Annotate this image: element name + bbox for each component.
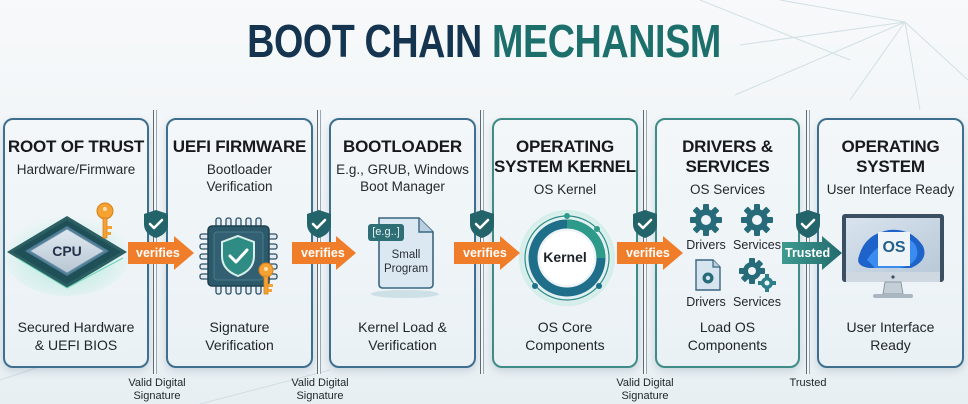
stage-bootloader: BOOTLOADER E.g., GRUB, Windows Boot Mana…	[329, 118, 476, 368]
title-line-1: OPERATING	[515, 137, 614, 156]
title-line-2: SYSTEM KERNEL	[494, 157, 636, 176]
stage-footer: Load OS Components	[657, 318, 798, 354]
footer-line-2: Components	[687, 337, 768, 353]
stage-uefi-firmware: UEFI FIRMWARE Bootloader Verification	[166, 118, 313, 368]
footer-line-1: Signature	[209, 319, 270, 335]
footer-line-1: OS Core	[537, 319, 593, 335]
arrow-right-icon	[128, 236, 194, 270]
subtitle-line-2: Boot Manager	[360, 179, 445, 194]
stage-subtitle: Bootloader Verification	[168, 161, 311, 195]
cpu-label: CPU	[52, 243, 82, 259]
caption-line-1: Valid Digital	[291, 377, 349, 389]
caption-line-1: Valid Digital	[128, 377, 186, 389]
shield-check-icon	[470, 210, 494, 238]
title-part-1: BOOT CHAIN	[247, 15, 482, 67]
caption-line-2: Signature	[621, 390, 669, 402]
file-tag: [e.g..]	[372, 226, 400, 238]
connector-caption: Valid Digital Signature	[600, 377, 690, 403]
stage-title: UEFI FIRMWARE	[172, 137, 307, 156]
caption-line-1: Trusted	[789, 377, 827, 389]
page-title: BOOT CHAIN MECHANISM	[87, 14, 881, 68]
stage-footer: Secured Hardware & UEFI BIOS	[5, 318, 147, 354]
footer-line-1: Load OS	[699, 319, 756, 335]
stage-subtitle: User Interface Ready	[826, 182, 955, 197]
caption-line-1: Valid Digital	[616, 377, 674, 389]
stage-os-kernel: OPERATING SYSTEM KERNEL OS Kernel Kernel…	[492, 118, 638, 368]
title-line-2: SERVICES	[685, 157, 770, 176]
footer-line-1: User Interface	[846, 319, 935, 335]
secure-chip-icon	[199, 217, 278, 295]
footer-line-2: & UEFI BIOS	[34, 337, 118, 353]
arrow-right-icon	[617, 236, 683, 270]
stage-title: OPERATING SYSTEM	[819, 137, 962, 177]
stage-title: DRIVERS & SERVICES	[657, 137, 798, 177]
shield-check-icon	[633, 210, 657, 238]
title-part-2: MECHANISM	[491, 15, 721, 67]
stage-footer: OS Core Components	[494, 318, 636, 354]
arrow-label: verifies	[136, 246, 180, 260]
stage-subtitle: Hardware/Firmware	[16, 162, 136, 177]
connector-caption: Trusted	[763, 377, 853, 390]
kernel-label: Kernel	[543, 249, 587, 265]
key-icon	[96, 202, 114, 239]
key-icon	[258, 262, 274, 295]
shield-check-icon	[144, 210, 168, 238]
title-line-1: OPERATING	[841, 137, 940, 156]
grid-label-drivers-2: Drivers	[686, 295, 726, 309]
caption-line-2: Signature	[133, 390, 181, 402]
gear-icon	[690, 204, 722, 236]
stage-title: BOOTLOADER	[343, 137, 462, 156]
subtitle-line-2: Verification	[206, 179, 273, 194]
footer-line-2: Verification	[368, 337, 437, 353]
grid-label-services-2: Services	[733, 295, 781, 309]
os-label: OS	[882, 239, 906, 256]
caption-line-2: Signature	[296, 390, 344, 402]
stage-footer: Signature Verification	[168, 318, 311, 354]
stage-subtitle: OS Kernel	[533, 182, 597, 197]
shield-icon	[221, 234, 255, 278]
stage-subtitle: OS Services	[689, 182, 766, 197]
footer-line-1: Kernel Load &	[358, 319, 447, 335]
driver-file-icon	[695, 259, 721, 291]
connector-caption: Valid Digital Signature	[275, 377, 365, 403]
subtitle-line-1: E.g., GRUB, Windows	[336, 162, 469, 177]
file-label: Small Program	[379, 248, 433, 276]
stage-operating-system: OPERATING SYSTEM User Interface Ready OS…	[817, 118, 964, 368]
footer-line-1: Secured Hardware	[17, 319, 135, 335]
desktop-monitor-icon: OS	[819, 212, 962, 304]
stage-subtitle: E.g., GRUB, Windows Boot Manager	[331, 161, 474, 195]
file-label-line-1: Small	[391, 249, 421, 261]
footer-line-2: Ready	[870, 337, 911, 353]
arrow-label: verifies	[626, 246, 670, 260]
checkmark-icon	[228, 248, 249, 264]
footer-line-2: Verification	[205, 337, 274, 353]
stage-footer: User Interface Ready	[819, 318, 962, 354]
footer-line-2: Components	[525, 337, 605, 353]
file-label-line-2: Program	[383, 263, 429, 275]
document-file-icon: [e.g..] Small Program	[331, 214, 474, 304]
arrow-label: verifies	[301, 246, 345, 260]
connector-caption: Valid Digital Signature	[112, 377, 202, 403]
grid-label-services: Services	[733, 238, 781, 252]
stage-title: ROOT OF TRUST	[7, 137, 145, 156]
grid-label-drivers: Drivers	[686, 238, 726, 252]
arrow-right-icon	[454, 236, 520, 270]
gear-icon	[741, 204, 773, 236]
arrow-right-icon	[292, 236, 356, 270]
title-line-1: DRIVERS &	[682, 137, 773, 156]
cpu-chip-icon: CPU	[5, 202, 129, 296]
arrow-label: verifies	[463, 246, 507, 260]
stage-footer: Kernel Load & Verification	[331, 318, 474, 354]
arrow-label: Trusted	[785, 246, 831, 260]
arrow-right-icon	[782, 236, 842, 270]
stage-title: OPERATING SYSTEM KERNEL	[494, 137, 636, 177]
subtitle-line-1: Bootloader	[206, 162, 273, 177]
shield-check-icon	[307, 210, 331, 238]
shield-check-icon	[796, 210, 820, 238]
title-line-2: SYSTEM	[856, 157, 925, 176]
multi-gear-icon	[739, 258, 776, 292]
kernel-ring-icon: Kernel	[494, 208, 636, 308]
